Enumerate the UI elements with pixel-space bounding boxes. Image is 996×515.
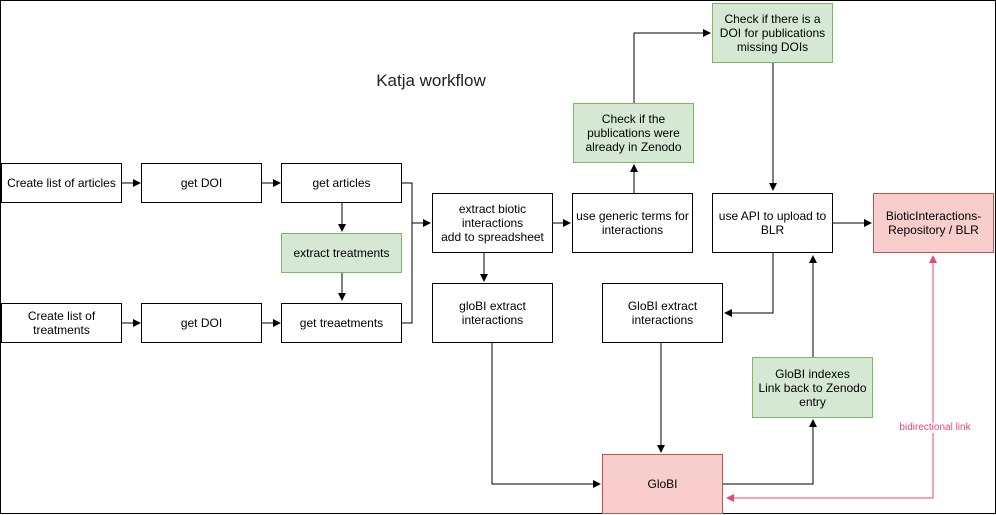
- node-get-doi-articles[interactable]: get DOI: [141, 163, 262, 203]
- node-biotic-repository[interactable]: BioticInteractions- Repository / BLR: [873, 193, 994, 253]
- edge-get-articles-to-extract-biotic: [402, 182, 431, 227]
- edge-get-treatments-to-extract-biotic: [402, 223, 413, 324]
- node-globi[interactable]: GloBI: [602, 454, 723, 514]
- edge-bidirectional-link: [726, 255, 937, 502]
- node-get-articles[interactable]: get articles: [281, 163, 402, 203]
- node-generic-terms[interactable]: use generic terms for interactions: [572, 193, 693, 253]
- node-create-articles[interactable]: Create list of articles: [1, 163, 122, 203]
- node-get-treatments[interactable]: get treaetments: [281, 303, 402, 343]
- node-extract-treatments[interactable]: extract treatments: [281, 233, 402, 273]
- node-globi-extract-2[interactable]: GloBI extract interactions: [602, 283, 723, 343]
- node-globi-extract-1[interactable]: gloBI extract interactions: [432, 283, 553, 343]
- edge-use-api-to-globi-extract: [724, 253, 774, 317]
- node-extract-biotic[interactable]: extract biotic interactions add to sprea…: [432, 193, 553, 253]
- edge-globi-to-globi-indexes: [723, 419, 817, 485]
- edge-check-zenodo-to-check-doi: [633, 29, 711, 103]
- diagram-title: Katja workflow: [376, 71, 486, 90]
- edge-globi-extract-1-to-globi: [491, 343, 601, 488]
- node-create-treatments[interactable]: Create list of treatments: [1, 303, 122, 343]
- node-globi-indexes[interactable]: GloBI indexes Link back to Zenodo entry: [752, 357, 873, 418]
- node-use-api[interactable]: use API to upload to BLR: [712, 193, 833, 253]
- node-check-doi[interactable]: Check if there is a DOI for publications…: [712, 3, 833, 63]
- node-get-doi-treatments[interactable]: get DOI: [141, 303, 262, 343]
- node-check-zenodo[interactable]: Check if the publications were already i…: [573, 103, 694, 163]
- bidirectional-link-label: bidirectional link: [885, 422, 985, 433]
